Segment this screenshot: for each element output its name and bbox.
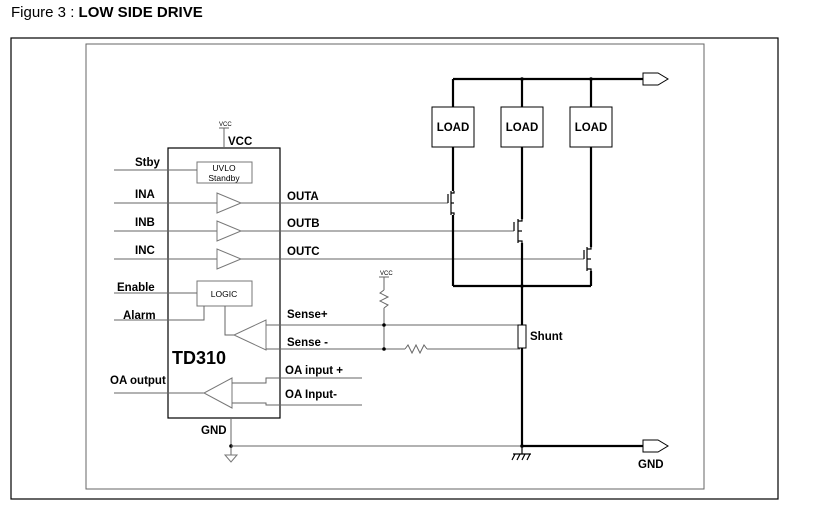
earth-ground-symbol [511,453,531,461]
caption-prefix: Figure 3 : [11,4,79,21]
logic-block [196,280,253,307]
pullup-junction-minus [382,347,386,351]
pullup-vcc-label: VCC [380,271,393,277]
load-b [500,106,544,148]
oa-input-minus-line [232,402,362,406]
inc-label: INC [135,245,155,257]
chip-gnd-label: GND [201,425,227,437]
supply-terminal [642,72,669,86]
mosfet-a [447,191,455,215]
pullup-resistor [378,289,390,309]
load-c [569,106,613,148]
comparator-to-logic [224,306,234,336]
load-c-label: LOAD [575,122,608,134]
load-b-label: LOAD [506,122,539,134]
figure-caption: Figure 3 : LOW SIDE DRIVE [11,4,203,21]
alarm-label: Alarm [123,310,156,322]
uvlo-label: UVLO [212,163,236,173]
enable-label: Enable [117,282,155,294]
sense-minus-label: Sense - [287,337,328,349]
gnd-output-label: GND [638,459,664,471]
oa-input-minus-label: OA Input- [285,389,337,401]
outa-label: OUTA [287,191,319,203]
sense-resistor [404,343,428,355]
load-a-label: LOAD [437,122,470,134]
inner-frame [85,43,705,490]
alarm-line [114,306,205,321]
load-a [431,106,475,148]
buffer-c [216,248,243,270]
stby-label: Stby [135,157,161,169]
chip-ground-symbol [223,454,239,463]
sense-comparator [232,319,267,351]
buffer-b [216,220,243,242]
inb-label: INB [135,217,155,229]
outc-label: OUTC [287,246,320,258]
oa-amplifier [202,377,233,409]
outb-label: OUTB [287,218,320,230]
oa-input-plus-label: OA input + [285,365,343,377]
gnd-terminal [642,439,669,453]
shunt-label: Shunt [530,331,563,343]
buffer-a [216,192,243,214]
chip-name: TD310 [172,348,226,368]
ina-label: INA [135,189,155,201]
uvlo-standby-block [196,161,253,184]
logic-label: LOGIC [211,289,237,299]
outer-frame [10,37,779,500]
shunt-resistor [517,324,527,349]
chip-vcc-small: VCC [219,122,232,128]
mosfet-c [583,247,592,271]
oa-output-label: OA output [110,375,166,387]
mosfet-b [513,219,523,243]
chip-vcc-label: VCC [228,136,252,148]
pullup-junction-plus [382,323,386,327]
caption-title: LOW SIDE DRIVE [78,4,203,21]
sense-plus-label: Sense+ [287,309,328,321]
oa-input-plus-line [232,377,362,384]
standby-label: Standby [208,173,240,183]
